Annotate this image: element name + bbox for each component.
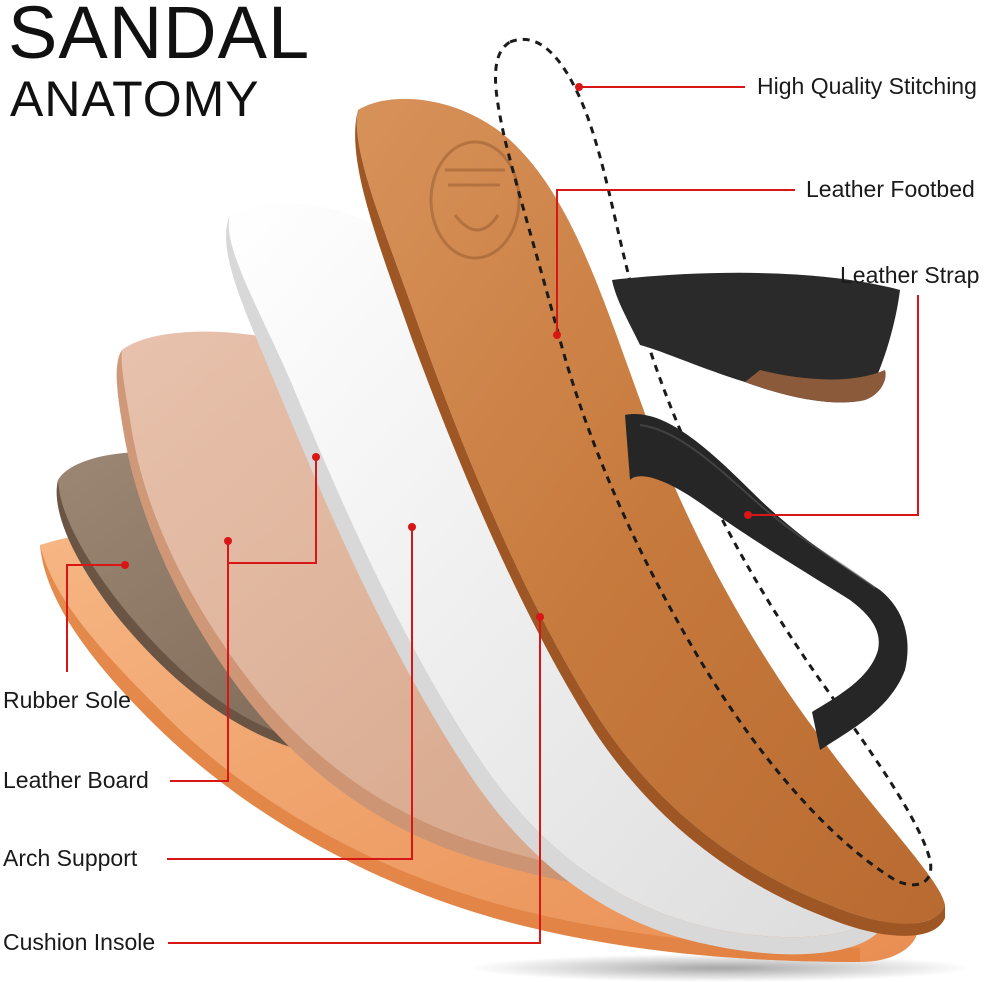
label-rubber-sole: Rubber Sole <box>3 687 131 713</box>
leather-strap-front <box>625 414 908 750</box>
leather-footbed-layer <box>356 98 945 924</box>
label-stitching: High Quality Stitching <box>757 73 977 99</box>
label-cushion-insole: Cushion Insole <box>3 929 156 955</box>
leader-stitching <box>575 83 745 91</box>
leader-strap <box>744 295 919 519</box>
leather-strap-upper-inner <box>745 370 886 403</box>
diagram-subtitle: ANATOMY <box>10 71 260 127</box>
ground-shadow <box>470 954 970 982</box>
brand-emboss-logo <box>429 140 521 260</box>
leader-leather-board <box>170 537 232 782</box>
label-leather-board: Leather Board <box>3 767 149 793</box>
leather-strap-upper <box>612 272 900 403</box>
diagram-title: SANDAL <box>8 0 311 74</box>
leader-arch-support <box>167 453 416 860</box>
label-arch-support: Arch Support <box>3 845 138 871</box>
label-strap: Leather Strap <box>840 262 980 288</box>
leader-cushion-insole <box>168 613 544 944</box>
label-footbed: Leather Footbed <box>806 176 975 202</box>
leader-footbed <box>553 189 795 339</box>
leather-strap-front-highlight <box>639 424 876 589</box>
leader-rubber-sole <box>66 561 129 672</box>
rubber-sole-edge <box>40 545 860 962</box>
